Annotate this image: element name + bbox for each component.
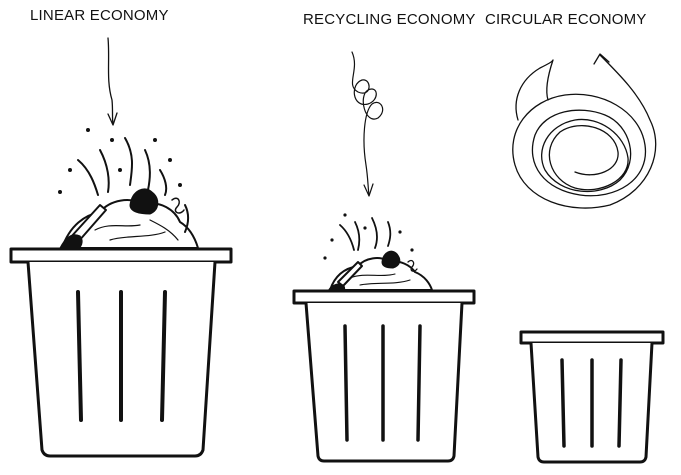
- recycling-flow-arrow: [351, 51, 384, 197]
- linear-economy-label: LINEAR ECONOMY: [30, 7, 169, 24]
- linear-trash-pile: [58, 128, 199, 251]
- linear-economy-bin: [9, 247, 233, 458]
- recycling-trash-pile: [323, 213, 433, 294]
- recycling-economy-label: RECYCLING ECONOMY: [303, 11, 476, 28]
- circular-economy-bin: [519, 330, 665, 464]
- recycling-economy-bin: [292, 289, 476, 463]
- linear-flow-arrow: [107, 37, 118, 126]
- circular-economy-label: CIRCULAR ECONOMY: [485, 11, 647, 28]
- circular-flow-arrow: [512, 53, 657, 209]
